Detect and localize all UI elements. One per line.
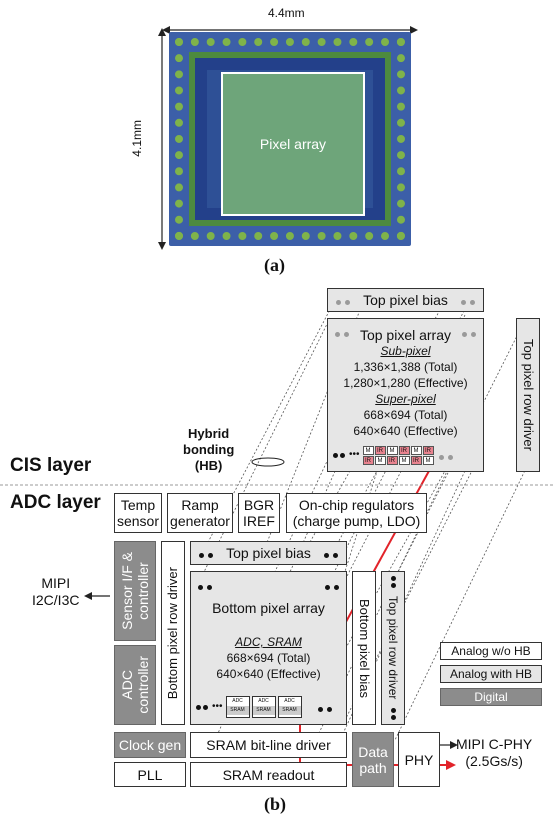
top-pixel-row-driver-top: Top pixel row driver (516, 318, 540, 472)
super-pixel-heading: Super-pixel (375, 392, 436, 406)
top-pixel-bias-top: Top pixel bias (327, 288, 484, 312)
cell: IR (362, 455, 374, 465)
bgr-iref: BGR IREF (238, 493, 280, 533)
ramp-generator: Ramp generator (167, 493, 233, 533)
caption-a: (a) (264, 255, 285, 275)
sensor-if-controller: Sensor I/F & controller (114, 541, 156, 641)
bottom-pixel-array-title: Bottom pixel array (212, 600, 325, 616)
temp-sensor: Temp sensor (114, 493, 162, 533)
adc-cell-label: ADC (284, 698, 295, 704)
phy: PHY (398, 732, 440, 787)
sram-bitline-driver: SRAM bit-line driver (190, 732, 347, 758)
sub-pixel-heading: Sub-pixel (380, 344, 431, 358)
sensor-if-label: Sensor I/F & controller (119, 552, 151, 630)
top-pixel-bias-bottom: Top pixel bias (190, 541, 347, 565)
legend-digital: Digital (440, 688, 542, 706)
legend-analog-with-hb: Analog with HB (440, 665, 542, 683)
mipi-i2c-label: MIPI I2C/I3C (32, 575, 80, 608)
sram-cell-label: SRAM (278, 706, 301, 715)
cell: IR (398, 445, 410, 455)
top-pixel-bias-top-label: Top pixel bias (363, 292, 448, 308)
adc-sram-cell: ADC SRAM (277, 696, 302, 718)
adc-sram-cell: ADC SRAM (225, 696, 250, 718)
width-dimension-arrow (162, 26, 418, 34)
top-pixel-row-driver-bottom-label: Top pixel row driver (386, 596, 400, 700)
adc-layer-label: ADC layer (10, 492, 101, 513)
cell: IR (422, 445, 434, 455)
top-pixel-array-title: Top pixel array (359, 327, 452, 343)
cell: M (362, 445, 374, 455)
clock-gen: Clock gen (114, 732, 186, 758)
pll: PLL (114, 762, 186, 787)
adc-controller-label: ADC controller (119, 656, 151, 714)
hybrid-bonding-label: Hybrid bonding (HB) (183, 426, 235, 473)
sram-readout: SRAM readout (190, 762, 347, 787)
adc-sram-cell: ADC SRAM (251, 696, 276, 718)
adc-controller: ADC controller (114, 645, 156, 725)
on-chip-regulators: On-chip regulators (charge pump, LDO) (286, 493, 427, 533)
cell: IR (410, 455, 422, 465)
bottom-pixel-array: Bottom pixel array ADC, SRAM 668×694 (To… (190, 571, 347, 725)
cell: IR (374, 445, 386, 455)
top-pixel-cells: M IR M IR M IR IR M IR M IR M (362, 445, 434, 465)
panel-a: 4.4mm 4.1mm Pixel array (a) (0, 0, 554, 290)
cell: M (386, 445, 398, 455)
bottom-pixel-bias: Bottom pixel bias (352, 571, 376, 725)
bottom-pixel-bias-label: Bottom pixel bias (357, 598, 372, 698)
top-pixel-bias-bottom-label: Top pixel bias (226, 545, 311, 561)
top-pixel-array: Top pixel array Sub-pixel 1,336×1,388 (T… (327, 318, 484, 472)
bottom-total: 668×694 (Total) (226, 651, 311, 665)
die-photo: Pixel array (169, 32, 411, 246)
super-pixel-total: 668×694 (Total) (363, 408, 448, 422)
top-pixel-row-driver-bottom: Top pixel row driver (381, 571, 405, 725)
sub-pixel-effective: 1,280×1,280 (Effective) (343, 376, 468, 390)
legend-analog-wo-hb: Analog w/o HB (440, 642, 542, 660)
cis-layer-label: CIS layer (10, 455, 92, 476)
height-dimension-arrow (158, 28, 166, 250)
cell: IR (386, 455, 398, 465)
width-label: 4.4mm (268, 6, 305, 20)
bottom-effective: 640×640 (Effective) (216, 667, 321, 681)
adc-sram-heading: ADC, SRAM (235, 635, 302, 649)
top-pixel-row-driver-top-label: Top pixel row driver (521, 339, 536, 451)
super-pixel-effective: 640×640 (Effective) (353, 424, 458, 438)
bottom-pixel-row-driver-label: Bottom pixel row driver (165, 566, 180, 700)
sram-cell-label: SRAM (226, 706, 249, 715)
sram-cell-label: SRAM (252, 706, 275, 715)
bottom-pixel-row-driver: Bottom pixel row driver (161, 541, 185, 725)
pixel-array-label: Pixel array (259, 136, 327, 152)
adc-cell-label: ADC (232, 698, 243, 704)
mipi-cphy-label: MIPI C-PHY (2.5Gs/s) (456, 736, 533, 769)
data-path: Data path (352, 732, 394, 787)
cell: M (398, 455, 410, 465)
cell: M (422, 455, 434, 465)
pixel-array-region: Pixel array (221, 72, 365, 216)
sub-pixel-total: 1,336×1,388 (Total) (353, 360, 458, 374)
adc-cell-label: ADC (258, 698, 269, 704)
cell: M (410, 445, 422, 455)
caption-b: (b) (264, 794, 286, 814)
cell: M (374, 455, 386, 465)
